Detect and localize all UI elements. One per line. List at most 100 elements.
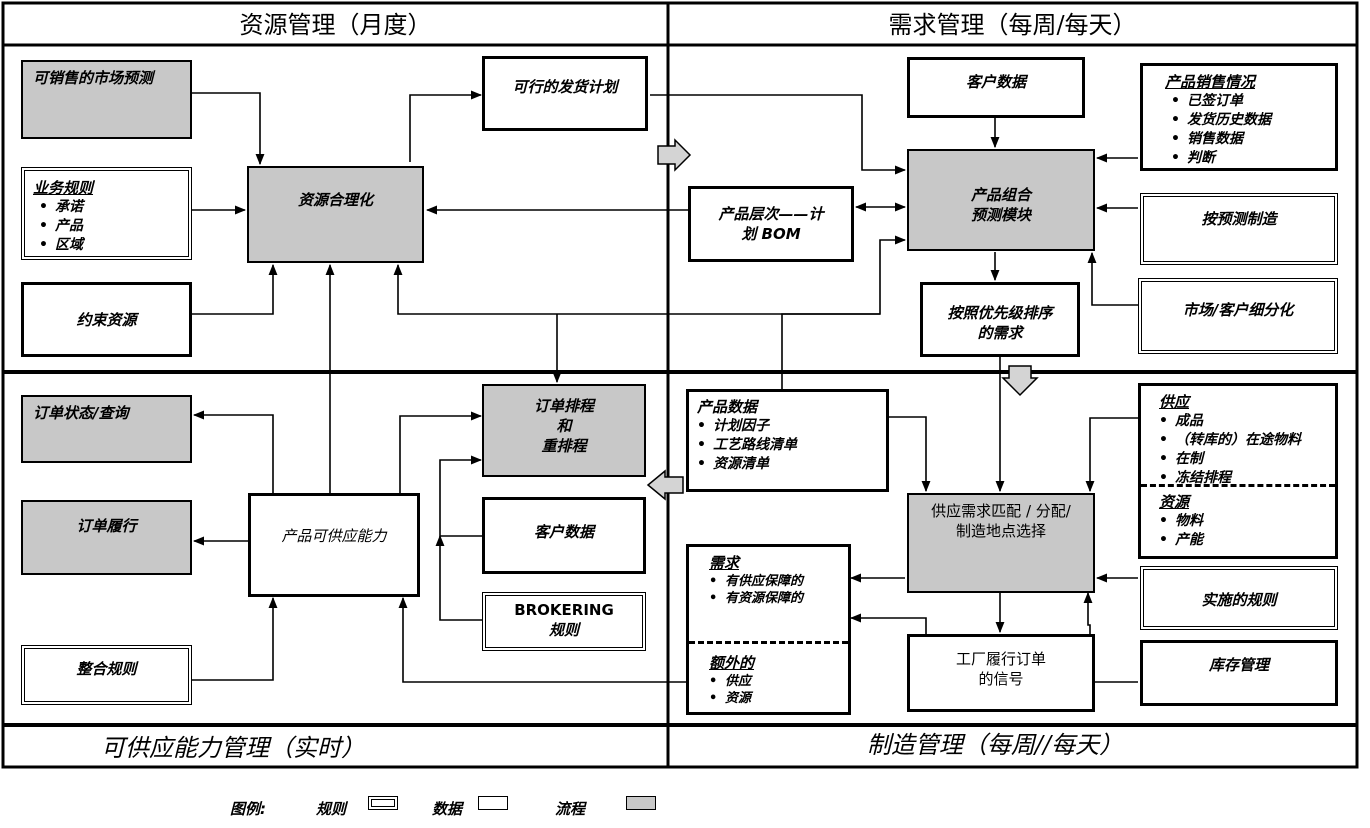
list-item: 承诺 [39, 198, 180, 217]
list-item: 发货历史数据 [1171, 111, 1327, 130]
brokering-line1: BROKERING [514, 601, 614, 619]
legend-data-swatch [478, 796, 508, 810]
order-scheduling-line3: 重排程 [541, 437, 587, 455]
demand-section: 需求 有供应保障的 有资源保障的 [709, 553, 842, 607]
prioritized-demand-box: 按照优先级排序 的需求 [920, 282, 1080, 357]
list-item: 已签订单 [1171, 92, 1327, 111]
product-mix-forecast-box: 产品组合 预测模块 [907, 149, 1095, 251]
section-title-availability-management: 可供应能力管理（实时） [101, 734, 365, 762]
product-sales-title: 产品销售情况 [1165, 73, 1256, 91]
business-rules-list: 承诺 产品 区域 [33, 198, 180, 255]
frame [1, 1, 1359, 769]
section-title-demand-management: 需求管理（每周/每天） [888, 11, 1137, 39]
supply-resources-box: 供应 成品 （转库的）在途物料 在制 冻结排程 资源 物料 产能 [1138, 383, 1338, 559]
supply-demand-match-line1: 供应需求匹配 / 分配/ [931, 502, 1071, 520]
resource-list: 物料 产能 [1159, 512, 1329, 550]
product-sales-box: 产品销售情况 已签订单 发货历史数据 销售数据 判断 [1140, 63, 1338, 171]
implementation-rules-box: 实施的规则 [1140, 566, 1338, 630]
product-data-box: 产品数据 计划因子 工艺路线清单 资源清单 [686, 389, 889, 492]
legend-label: 图例: [230, 800, 266, 818]
feasible-shipping-plan-box: 可行的发货计划 [482, 56, 648, 131]
make-to-forecast-label: 按预测制造 [1201, 210, 1277, 228]
section-divider [689, 641, 848, 644]
business-rules-box: 业务规则 承诺 产品 区域 [21, 167, 192, 260]
market-forecast-box: 可销售的市场预测 [21, 60, 192, 139]
list-item: 有供应保障的 [709, 573, 842, 590]
section-divider [1141, 484, 1335, 487]
legend-rule-label: 规则 [316, 800, 347, 818]
legend-process-label: 流程 [555, 800, 586, 818]
supply-section: 供应 成品 （转库的）在途物料 在制 冻结排程 [1159, 392, 1329, 488]
list-item: 冻结排程 [1159, 469, 1329, 488]
demand-extra-box: 需求 有供应保障的 有资源保障的 额外的 供应 资源 [686, 544, 851, 715]
order-fulfillment-label: 订单履行 [76, 517, 137, 535]
order-scheduling-line2: 和 [556, 417, 572, 435]
brokering-line2: 规则 [548, 621, 579, 639]
transfer-arrows [646, 138, 1039, 501]
customer-data-top-box: 客户数据 [907, 57, 1085, 118]
transfer-arrow-left [646, 469, 684, 501]
demand-title: 需求 [709, 554, 740, 572]
order-scheduling-line1: 订单排程 [533, 397, 594, 415]
resource-section: 资源 物料 产能 [1159, 492, 1329, 550]
factory-signal-box: 工厂履行订单 的信号 [907, 634, 1095, 712]
demand-list: 有供应保障的 有资源保障的 [709, 573, 842, 607]
customer-data-bottom-box: 客户数据 [482, 497, 646, 574]
list-item: 工艺路线清单 [697, 436, 878, 455]
market-segmentation-label: 市场/客户细分化 [1182, 301, 1294, 319]
list-item: 产能 [1159, 531, 1329, 550]
resource-title: 资源 [1159, 493, 1190, 511]
brokering-rules-box: BROKERING 规则 [482, 592, 646, 651]
list-item: 销售数据 [1171, 130, 1327, 149]
list-item: 供应 [709, 673, 842, 690]
product-sales-list: 已签订单 发货历史数据 销售数据 判断 [1165, 92, 1327, 168]
supply-title: 供应 [1159, 393, 1190, 411]
list-item: 产品 [39, 217, 180, 236]
list-item: 计划因子 [697, 417, 878, 436]
supply-demand-match-line2: 制造地点选择 [955, 522, 1046, 540]
supply-list: 成品 （转库的）在途物料 在制 冻结排程 [1159, 412, 1329, 488]
product-hierarchy-line2: 划 BOM [741, 225, 801, 243]
list-item: 判断 [1171, 149, 1327, 168]
list-item: 物料 [1159, 512, 1329, 531]
list-item: （转库的）在途物料 [1159, 431, 1329, 450]
resource-rationalization-box: 资源合理化 [247, 166, 424, 263]
legend-data-label: 数据 [432, 800, 463, 818]
transfer-arrow-right [657, 138, 692, 172]
list-item: 在制 [1159, 450, 1329, 469]
inventory-management-label: 库存管理 [1208, 656, 1269, 674]
prioritized-demand-line2: 的需求 [977, 324, 1023, 342]
customer-data-top-label: 客户数据 [965, 73, 1026, 91]
resource-rationalization-label: 资源合理化 [297, 191, 373, 209]
connectors [192, 90, 1138, 683]
legend-rule-swatch [368, 796, 398, 810]
extra-list: 供应 资源 [709, 673, 842, 707]
order-fulfillment-box: 订单履行 [21, 500, 192, 575]
integration-rules-label: 整合规则 [76, 660, 137, 678]
customer-data-bottom-label: 客户数据 [533, 523, 594, 541]
extra-title: 额外的 [709, 654, 755, 672]
list-item: 资源 [709, 690, 842, 707]
prioritized-demand-line1: 按照优先级排序 [947, 304, 1053, 322]
extra-section: 额外的 供应 资源 [709, 653, 842, 707]
product-mix-forecast-line2: 预测模块 [970, 206, 1031, 224]
section-title-manufacturing-management: 制造管理（每周//每天） [866, 731, 1124, 759]
factory-signal-line2: 的信号 [978, 670, 1024, 688]
product-availability-box: 产品可供应能力 [248, 493, 420, 597]
transfer-arrow-down [1001, 365, 1039, 397]
order-status-label: 订单状态/查询 [33, 404, 129, 422]
order-status-box: 订单状态/查询 [21, 395, 192, 463]
make-to-forecast-box: 按预测制造 [1140, 193, 1338, 265]
product-data-title: 产品数据 [697, 398, 758, 416]
list-item: 资源清单 [697, 455, 878, 474]
factory-signal-line1: 工厂履行订单 [955, 650, 1046, 668]
product-hierarchy-line1: 产品层次——计 [718, 205, 824, 223]
order-scheduling-box: 订单排程 和 重排程 [482, 384, 646, 477]
market-forecast-label: 可销售的市场预测 [33, 69, 154, 87]
constraint-resources-box: 约束资源 [21, 282, 192, 357]
market-segmentation-box: 市场/客户细分化 [1138, 278, 1338, 354]
product-availability-label: 产品可供应能力 [281, 527, 387, 545]
supply-demand-match-box: 供应需求匹配 / 分配/ 制造地点选择 [907, 493, 1095, 593]
list-item: 成品 [1159, 412, 1329, 431]
